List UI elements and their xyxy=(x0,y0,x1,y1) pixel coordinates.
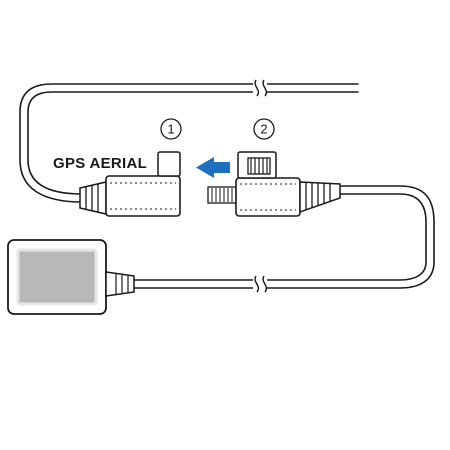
arrow-left-icon xyxy=(196,157,230,178)
aerial-cable xyxy=(19,83,359,203)
step-2-marker: 2 xyxy=(253,118,275,140)
aerial-plug xyxy=(79,151,181,217)
cable-break-top xyxy=(253,78,268,98)
step-1-label: 1 xyxy=(167,122,174,137)
gps-receiver-pad xyxy=(7,239,135,315)
step-1-marker: 1 xyxy=(160,118,182,140)
step-2-label: 2 xyxy=(260,122,267,137)
gps-aerial-label: GPS AERIAL xyxy=(53,155,147,172)
cable-break-bottom xyxy=(253,275,268,294)
receiver-plug xyxy=(207,151,341,217)
receiver-cable xyxy=(133,185,435,289)
